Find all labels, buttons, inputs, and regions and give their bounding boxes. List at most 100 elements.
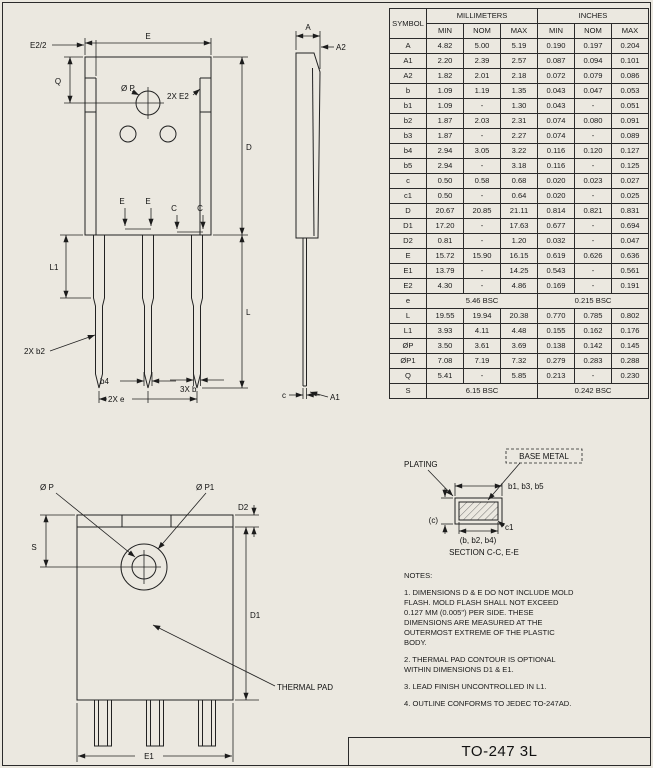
dimension-cell: 3.05 [463, 143, 501, 159]
dimension-cell: 1.30 [499, 98, 539, 114]
dimension-cell: E1 [389, 263, 427, 279]
dimension-cell: 0.047 [611, 233, 650, 249]
dimension-cell: 0.242 BSC [537, 383, 650, 399]
back-view: Ø P Ø P1 D2 S D1 THERMAL PAD [31, 483, 333, 762]
plating-label: PLATING [404, 460, 438, 469]
dimension-cell: 19.55 [426, 308, 464, 324]
dimension-cell: 0.81 [426, 233, 464, 249]
section-label-e-left: E [119, 197, 124, 206]
dimension-cell: 2.31 [499, 113, 539, 129]
dim-label-p: Ø P [121, 84, 135, 93]
dimension-cell: - [574, 278, 613, 294]
dimension-cell: ØP [389, 338, 427, 354]
dimension-cell: 0.079 [574, 68, 613, 84]
dimension-cell: 2.39 [463, 53, 501, 69]
dimension-cell: L1 [389, 323, 427, 339]
dimension-cell: 4.30 [426, 278, 464, 294]
dimension-cell: 0.043 [537, 83, 576, 99]
dimension-cell: ØP1 [389, 353, 427, 369]
dimension-cell: 0.127 [611, 143, 650, 159]
dimension-cell: 0.283 [574, 353, 613, 369]
dimension-cell: 0.023 [574, 173, 613, 189]
dimension-cell: 2.94 [426, 158, 464, 174]
dim-label-c1: c1 [505, 523, 514, 532]
dim-label-b1-b3-b5: b1, b3, b5 [508, 482, 544, 491]
plating-outline [454, 497, 503, 525]
dimension-cell: 2.20 [426, 53, 464, 69]
back-lead-right [198, 699, 216, 747]
dim-label-a2: A2 [336, 43, 346, 52]
dimension-cell: 3.50 [426, 338, 464, 354]
dimension-cell: A1 [389, 53, 427, 69]
dimension-cell: 0.213 [537, 368, 576, 384]
dim-label-q: Q [55, 77, 61, 86]
dimension-cell: 0.814 [537, 203, 576, 219]
dimension-cell: - [574, 98, 613, 114]
dimension-cell: b2 [389, 113, 427, 129]
dimension-cell: 0.074 [537, 128, 576, 144]
dimension-cell: 20.38 [499, 308, 539, 324]
dimension-cell: 17.20 [426, 218, 464, 234]
dimension-table: SYMBOL MILLIMETERS INCHES MIN NOM MAX MI… [389, 8, 650, 399]
dimension-cell: - [574, 233, 613, 249]
dimension-cell: 0.087 [537, 53, 576, 69]
dimension-cell: 0.125 [611, 158, 650, 174]
dimension-cell: 1.82 [426, 68, 464, 84]
dimension-cell: 3.93 [426, 323, 464, 339]
base-metal-section [458, 501, 499, 521]
dimension-cell: D [389, 203, 427, 219]
back-body-outline [76, 514, 234, 701]
thermal-pad-label: THERMAL PAD [277, 683, 333, 692]
dimension-cell: E2 [389, 278, 427, 294]
dim-label-e: E [145, 32, 150, 41]
side-view: A A2 c A1 [282, 23, 346, 402]
dimension-cell: S [389, 383, 427, 399]
dim-label-p1: Ø P1 [196, 483, 215, 492]
dimension-cell: 6.15 BSC [425, 383, 539, 399]
dimension-cell: c [389, 173, 427, 189]
lead-middle [142, 235, 154, 389]
dimension-cell: 0.027 [611, 173, 650, 189]
dimension-cell: 0.169 [537, 278, 576, 294]
dimension-cell: b3 [389, 128, 427, 144]
dim-label-2x-e2: 2X E2 [167, 92, 189, 101]
dimension-cell: 3.18 [499, 158, 539, 174]
dimension-cell: 0.025 [611, 188, 650, 204]
dim-label-3x-b: 3X b [180, 385, 197, 394]
dimension-cell: - [574, 188, 613, 204]
dimension-cell: 0.802 [611, 308, 650, 324]
package-body-outline [84, 56, 212, 236]
dimension-cell: 0.636 [611, 248, 650, 264]
dimension-cell: 0.020 [537, 173, 576, 189]
dimension-cell: 2.03 [463, 113, 501, 129]
package-title: TO-247 3L [461, 743, 538, 760]
dimension-cell: 17.63 [499, 218, 539, 234]
dimension-cell: 2.18 [499, 68, 539, 84]
dimension-cell: e [389, 293, 427, 309]
dimension-cell: 15.90 [463, 248, 501, 264]
col-header-millimeters: MILLIMETERS [425, 8, 539, 24]
dimension-cell: 0.543 [537, 263, 576, 279]
dimension-cell: D1 [389, 218, 427, 234]
dimension-cell: - [463, 278, 501, 294]
dimension-cell: 0.072 [537, 68, 576, 84]
col-header-inches: INCHES [537, 8, 650, 24]
col-header-mm-nom: NOM [463, 23, 501, 39]
lead-left [93, 235, 105, 389]
base-metal-label: BASE METAL [519, 452, 569, 461]
col-header-in-nom: NOM [574, 23, 613, 39]
dimension-cell: 1.09 [426, 83, 464, 99]
dimension-cell: 0.279 [537, 353, 576, 369]
dimension-cell: 20.67 [426, 203, 464, 219]
base-metal-callout-box [505, 448, 583, 464]
dim-label-l1: L1 [50, 263, 59, 272]
dim-label-d: D [246, 143, 252, 152]
